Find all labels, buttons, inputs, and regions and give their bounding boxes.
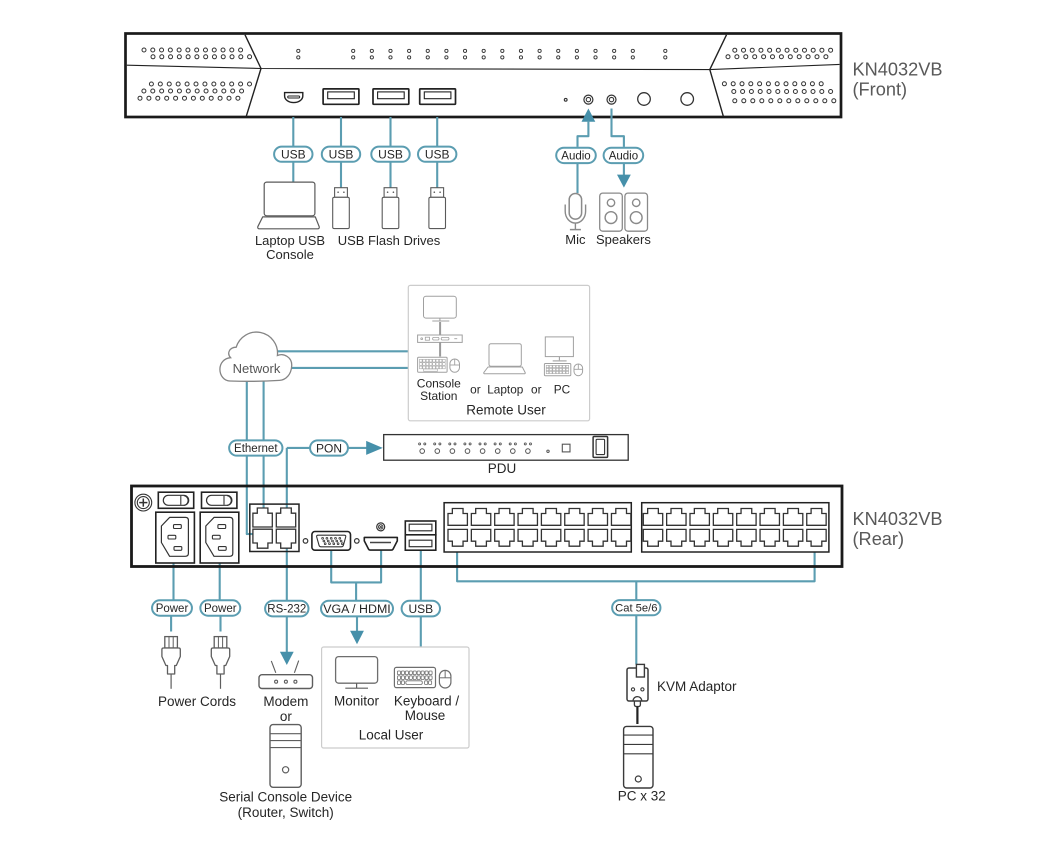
svg-text:Station: Station <box>420 389 457 403</box>
svg-text:Speakers: Speakers <box>596 232 651 247</box>
svg-text:Network: Network <box>233 361 281 376</box>
svg-text:RS-232: RS-232 <box>267 604 306 616</box>
svg-text:Mic: Mic <box>565 232 586 247</box>
svg-text:USB: USB <box>425 148 450 162</box>
svg-text:or: or <box>531 382 542 396</box>
svg-text:Laptop USB: Laptop USB <box>255 233 325 248</box>
svg-text:(Router, Switch): (Router, Switch) <box>238 805 334 820</box>
svg-text:USB: USB <box>329 148 354 162</box>
svg-text:Cat 5e/6: Cat 5e/6 <box>615 603 657 615</box>
svg-text:Local User: Local User <box>359 728 424 743</box>
svg-text:Mouse: Mouse <box>405 708 446 723</box>
svg-text:Ethernet: Ethernet <box>234 443 278 455</box>
svg-text:PC: PC <box>554 382 571 396</box>
svg-text:(Front): (Front) <box>853 79 908 99</box>
svg-text:KN4032VB: KN4032VB <box>853 509 943 529</box>
svg-text:PC x 32: PC x 32 <box>618 788 666 803</box>
svg-text:KVM Adaptor: KVM Adaptor <box>657 679 737 694</box>
svg-text:Audio: Audio <box>561 151 590 163</box>
svg-text:Power: Power <box>204 603 237 615</box>
svg-text:Modem: Modem <box>263 694 308 709</box>
svg-text:Remote User: Remote User <box>466 402 546 417</box>
svg-text:or: or <box>280 709 293 724</box>
svg-text:PDU: PDU <box>488 461 517 476</box>
svg-text:or: or <box>470 382 481 396</box>
svg-text:USB: USB <box>408 602 433 616</box>
svg-text:USB: USB <box>378 148 403 162</box>
svg-text:VGA / HDMI: VGA / HDMI <box>323 602 390 616</box>
svg-text:Console: Console <box>266 247 314 262</box>
svg-text:USB: USB <box>281 148 306 162</box>
svg-text:Keyboard /: Keyboard / <box>394 693 460 708</box>
svg-text:USB Flash Drives: USB Flash Drives <box>338 233 441 248</box>
svg-text:Audio: Audio <box>609 151 638 163</box>
svg-text:Monitor: Monitor <box>334 693 380 708</box>
svg-text:PON: PON <box>316 441 342 455</box>
svg-text:KN4032VB: KN4032VB <box>853 59 943 79</box>
svg-text:Console: Console <box>417 376 461 390</box>
svg-text:Power Cords: Power Cords <box>158 694 236 709</box>
svg-text:Power: Power <box>156 603 189 615</box>
svg-text:(Rear): (Rear) <box>853 529 905 549</box>
svg-text:Laptop: Laptop <box>487 382 524 396</box>
svg-text:Serial Console Device: Serial Console Device <box>219 789 352 804</box>
